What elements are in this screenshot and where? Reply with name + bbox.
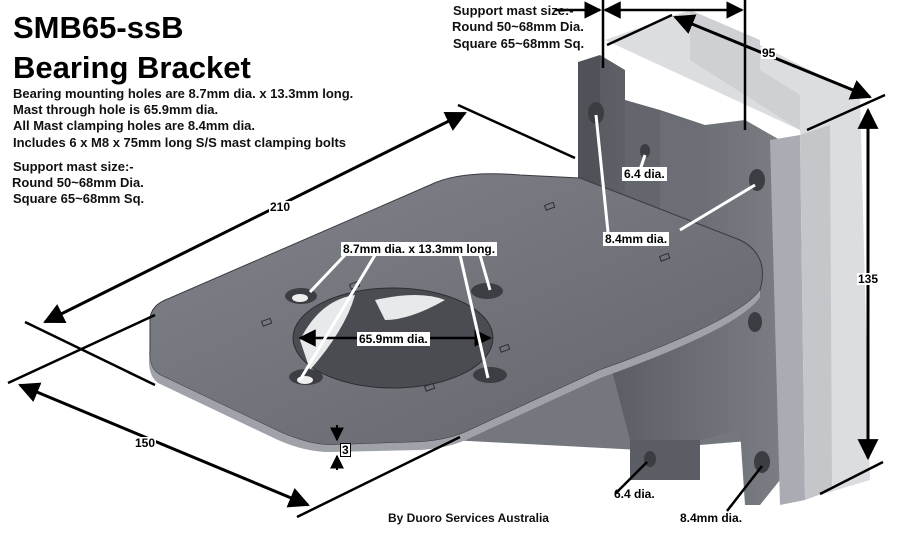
mast-size-round: Round 50~68mm Dia. [12,175,144,190]
mast-size-heading: Support mast size:- [13,159,134,174]
callout-bearing-holes: 8.7mm dia. x 13.3mm long. [341,242,498,256]
dim-line-210 [43,111,467,324]
callout-mast-hole: 65.9mm dia. [357,332,430,346]
callout-small-hole-top: 6.4 dia. [622,167,667,181]
credit-text: By Duoro Services Australia [388,511,549,525]
callout-small-hole-bottom: 6.4 dia. [614,487,655,501]
dim-line-150 [18,382,310,508]
callout-clamp-hole-bottom: 8.4mm dia. [680,511,743,525]
model-title: SMB65-ssB [13,10,184,45]
dim-label-210: 210 [269,200,292,214]
product-title: Bearing Bracket [13,50,251,85]
spec-line: Includes 6 x M8 x 75mm long S/S mast cla… [13,135,347,150]
dim-label-95: 95 [761,46,777,60]
callout-clamp-hole-top: 8.4mm dia. [603,232,670,246]
spec-line: All Mast clamping holes are 8.4mm dia. [13,118,256,133]
spec-line: Bearing mounting holes are 8.7mm dia. x … [13,86,354,101]
top-mast-size-round: Round 50~68mm Dia. [452,19,584,34]
dim-label-3: 3 [340,443,351,457]
dim-label-150: 150 [134,436,157,450]
spec-line: Mast through hole is 65.9mm dia. [13,102,219,117]
dim-label-135: 135 [857,272,880,286]
mast-size-square: Square 65~68mm Sq. [13,191,145,206]
callout-leaders [298,114,756,381]
top-mast-size-heading: Support mast size:- [453,3,574,18]
top-mast-size-square: Square 65~68mm Sq. [453,36,585,51]
